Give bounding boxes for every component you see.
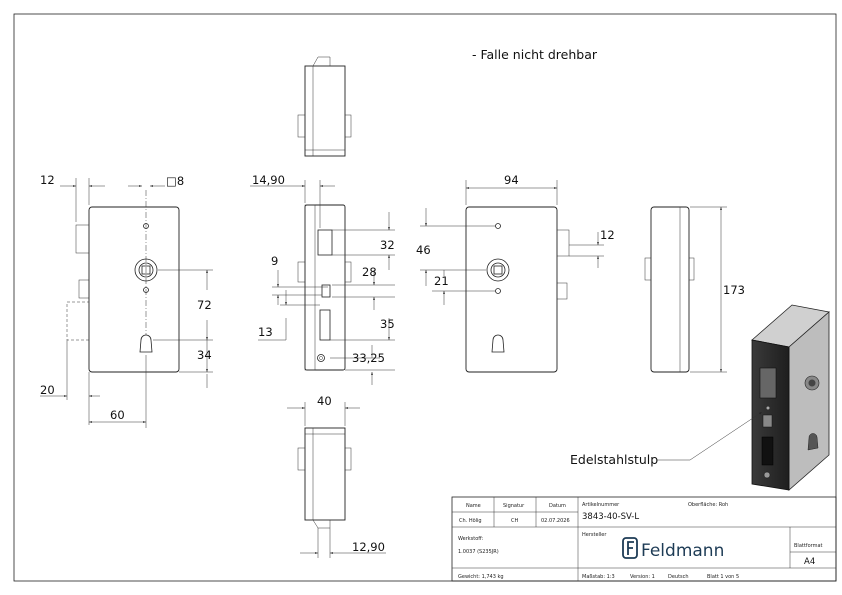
tb-werkstoff-label: Werkstoff: xyxy=(458,536,484,542)
tb-name-value: Ch. Hölig xyxy=(459,518,482,524)
tb-signatur-value: CH xyxy=(511,518,518,524)
side-view xyxy=(297,204,352,371)
title-block: Name Signatur Datum Ch. Hölig CH 02.07.2… xyxy=(451,496,837,582)
tb-gewicht: Gewicht: 1,743 kg xyxy=(458,574,504,580)
tb-artikel-label: Artikelnummer xyxy=(582,502,620,508)
sheet-border xyxy=(13,13,837,582)
dim-front-20: 20 xyxy=(40,383,55,397)
bottom-dimensions: 40 12,90 xyxy=(287,394,386,558)
tb-datum-value: 02.07.2026 xyxy=(541,518,570,524)
note-text: - Falle nicht drehbar xyxy=(472,47,598,62)
dim-front-60: 60 xyxy=(110,408,125,422)
dim-side-1490: 14,90 xyxy=(252,173,285,187)
feldmann-logo-icon xyxy=(622,537,638,559)
dim-bottom-1290: 12,90 xyxy=(352,540,385,554)
right-side-view xyxy=(644,206,695,373)
dim-right-173: 173 xyxy=(723,283,745,297)
dim-bottom-40: 40 xyxy=(317,394,332,408)
dim-front-sq8: □8 xyxy=(166,174,184,188)
back-view xyxy=(465,206,570,373)
front-view xyxy=(66,190,180,373)
dim-side-3325: 33,25 xyxy=(352,351,385,365)
right-dimensions: 173 xyxy=(690,206,745,373)
tb-massstab: Maßstab: 1:3 xyxy=(582,574,615,580)
side-dimensions: 14,90 32 28 9 13 35 33,25 xyxy=(250,173,395,385)
tb-oberflaeche: Oberfläche: Roh xyxy=(688,502,728,508)
top-view xyxy=(297,56,352,157)
bottom-view xyxy=(297,427,352,529)
front-dimensions: 12 □8 72 34 20 60 xyxy=(40,173,213,428)
dim-back-46: 46 xyxy=(416,243,431,257)
tb-artikel-value: 3843-40-SV-L xyxy=(582,512,639,522)
dim-back-12: 12 xyxy=(600,228,615,242)
dim-side-13: 13 xyxy=(258,325,273,339)
dim-front-72: 72 xyxy=(197,298,212,312)
isometric-view xyxy=(751,304,830,491)
tb-datum-label: Datum xyxy=(549,503,566,509)
tb-blattformat-value: A4 xyxy=(804,557,815,567)
tb-brand: Feldmann xyxy=(641,541,724,561)
dim-back-94: 94 xyxy=(504,173,519,187)
tb-name-label: Name xyxy=(466,503,481,509)
tb-werkstoff-value: 1.0037 (S235JR) xyxy=(458,549,499,555)
dim-front-34: 34 xyxy=(197,348,212,362)
dim-side-28: 28 xyxy=(362,265,377,279)
dim-front-12: 12 xyxy=(40,173,55,187)
tb-blatt: Blatt 1 von 5 xyxy=(707,574,739,580)
dim-side-35: 35 xyxy=(380,317,395,331)
tb-version: Version: 1 xyxy=(630,574,655,580)
dim-back-21: 21 xyxy=(434,274,449,288)
dim-side-9: 9 xyxy=(271,254,278,268)
tb-hersteller-label: Hersteller xyxy=(582,532,607,538)
back-dimensions: 94 12 46 21 xyxy=(416,173,615,305)
callout-text: Edelstahlstulp xyxy=(570,452,658,467)
tb-sprache: Deutsch xyxy=(668,574,689,580)
dim-side-32: 32 xyxy=(380,238,395,252)
tb-signatur-label: Signatur xyxy=(503,503,525,509)
tb-blattformat-label: Blattformat xyxy=(794,543,823,549)
